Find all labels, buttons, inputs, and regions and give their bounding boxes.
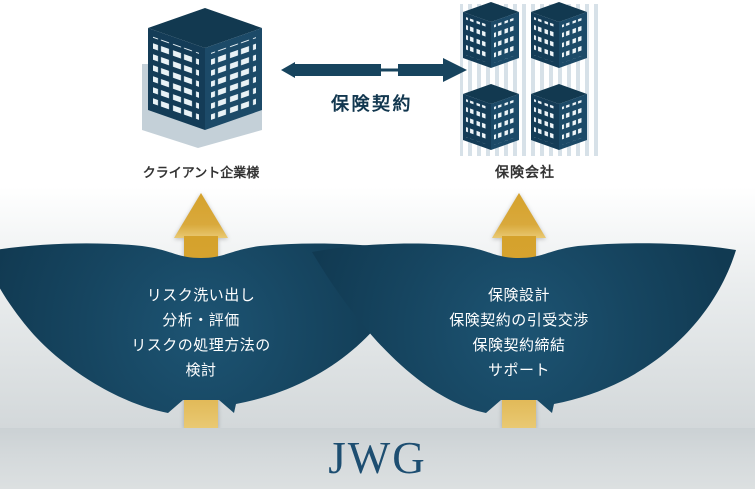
service-line: 保険契約締結 bbox=[472, 337, 566, 354]
brand-band: JWG bbox=[0, 428, 755, 489]
service-line: 検討 bbox=[185, 362, 217, 379]
insurer-label: 保険会社 bbox=[495, 164, 555, 180]
footer-strip bbox=[0, 489, 755, 492]
client-services-list: リスク洗い出し 分析・評価 リスクの処理方法の 検討 bbox=[131, 283, 271, 383]
insurer-services-list: 保険設計 保険契約の引受交渉 保険契約締結 サポート bbox=[449, 283, 589, 383]
service-line: リスクの処理方法の bbox=[131, 337, 271, 354]
service-line: 分析・評価 bbox=[162, 312, 240, 329]
right-wing-shape bbox=[312, 243, 736, 413]
insurer-buildings-icon bbox=[460, 2, 598, 156]
contract-label: 保険契約 bbox=[331, 94, 413, 114]
client-building-icon bbox=[142, 8, 262, 148]
service-wings-shape bbox=[0, 243, 736, 413]
service-line: サポート bbox=[487, 362, 551, 379]
brand-logo: JWG bbox=[328, 433, 427, 483]
left-wing-shape bbox=[0, 243, 418, 413]
service-line: リスク洗い出し bbox=[146, 287, 256, 304]
service-line: 保険設計 bbox=[487, 287, 551, 304]
contract-double-arrow-icon bbox=[281, 58, 467, 82]
service-line: 保険契約の引受交渉 bbox=[449, 312, 589, 329]
client-label: クライアント企業様 bbox=[142, 165, 260, 180]
